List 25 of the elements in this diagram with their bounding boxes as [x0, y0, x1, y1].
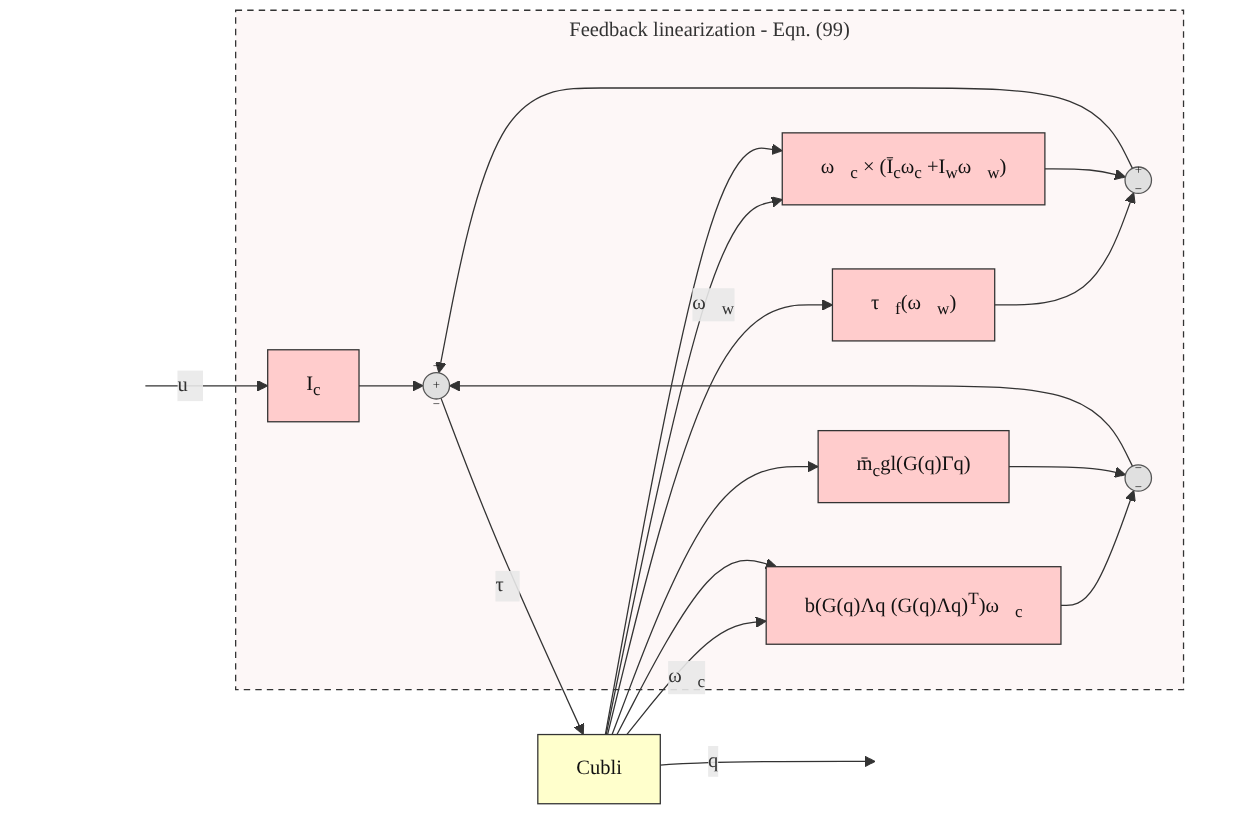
arrow: [449, 380, 1134, 467]
arrow: [611, 461, 819, 736]
arrow: [616, 558, 777, 736]
edge-label: ω⃗$_{w}$: [692, 291, 735, 318]
edge-label: u⃗: [177, 374, 204, 397]
arrow: [144, 380, 269, 392]
arrow: [626, 616, 767, 736]
edge-label: q: [708, 749, 719, 772]
node-box: I$_{c}$: [267, 349, 360, 423]
arrow: [1060, 489, 1136, 607]
node-box: b(G(q)Λq (G(q)Λq)$^{T}$)ω⃗$_{c}$: [765, 566, 1062, 645]
node-box: ω⃗$_{c}$ × (Ī$_{c}$ω$_{c}$ +I$_{w}$ω⃗$_{w}$): [781, 132, 1046, 206]
edge-label: ω⃗$_{c}$: [668, 664, 706, 691]
node-box: Cubli: [537, 733, 661, 805]
arrow: [440, 397, 585, 736]
arrow: [1044, 168, 1126, 180]
arrow: [659, 755, 876, 768]
arrow: [358, 380, 424, 392]
arrow: [606, 299, 833, 736]
arrow: [1008, 466, 1126, 478]
edge-label: τ⃗: [495, 574, 520, 597]
node-box: τ⃗$_{f}$(ω⃗$_{w}$): [831, 268, 996, 342]
arrow: [994, 192, 1136, 306]
arrow: [435, 87, 1134, 374]
node-box: m̄$_{c}$gl(G(q)Γq): [817, 430, 1010, 504]
